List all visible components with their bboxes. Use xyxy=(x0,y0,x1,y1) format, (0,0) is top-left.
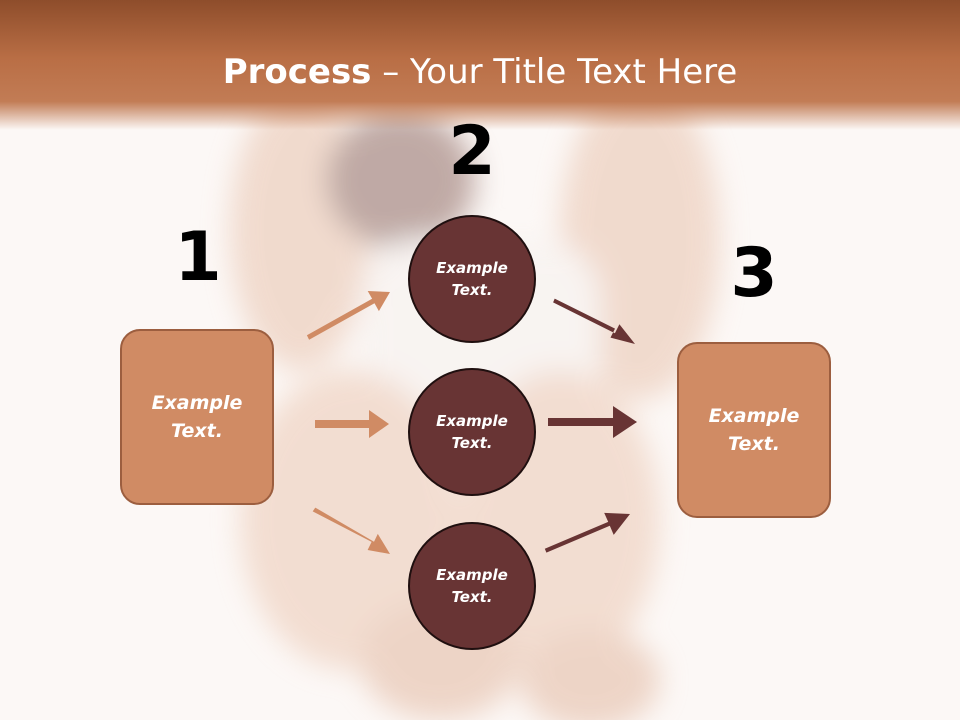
process-circle-1-text: Example Text. xyxy=(436,258,508,300)
process-circle-3-text: Example Text. xyxy=(436,565,508,607)
process-circle-1: Example Text. xyxy=(408,215,536,343)
title-strong: Process xyxy=(222,52,372,92)
step-number-2: 2 xyxy=(448,112,496,191)
step-box-1-text: Example Text. xyxy=(151,391,243,443)
step-box-3-text: Example Text. xyxy=(708,404,800,456)
title-rest: – Your Title Text Here xyxy=(371,52,738,92)
process-circle-3: Example Text. xyxy=(408,522,536,650)
process-circle-2: Example Text. xyxy=(408,368,536,496)
slide-title: Process – Your Title Text Here xyxy=(0,52,960,92)
process-circle-2-text: Example Text. xyxy=(436,411,508,453)
title-bar xyxy=(0,0,960,130)
step-number-3: 3 xyxy=(730,234,778,313)
step-box-3: Example Text. xyxy=(677,342,831,518)
step-number-1: 1 xyxy=(174,218,222,297)
step-box-1: Example Text. xyxy=(120,329,274,505)
